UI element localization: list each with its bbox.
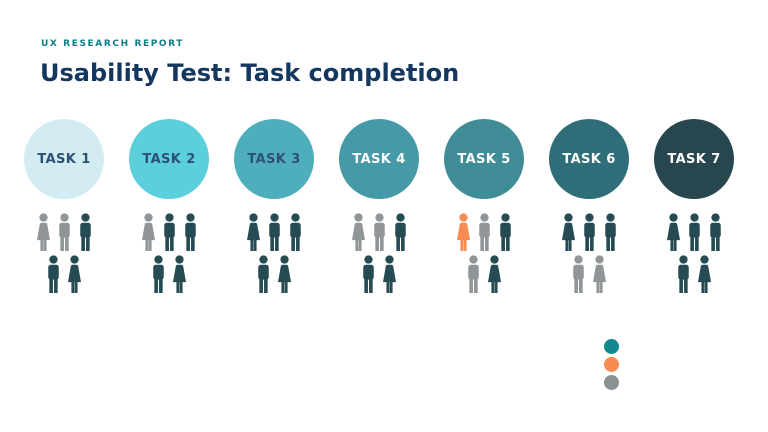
person-female-icon	[456, 213, 470, 251]
participants-row	[244, 213, 305, 251]
participants-row	[454, 213, 515, 251]
person-male-icon	[478, 213, 490, 251]
person-female-icon	[141, 213, 155, 251]
legend	[604, 339, 619, 390]
task-circle: TASK 6	[549, 119, 629, 199]
task-label: TASK 3	[247, 151, 301, 167]
person-male-icon	[678, 255, 689, 293]
person-female-icon	[36, 213, 50, 251]
legend-dot-orange	[604, 357, 619, 372]
participants-row	[559, 213, 620, 251]
person-female-icon	[246, 213, 260, 251]
participants-group	[454, 213, 515, 293]
person-male-icon	[58, 213, 70, 251]
person-male-icon	[373, 213, 385, 251]
report-eyebrow: UX RESEARCH REPORT	[41, 39, 185, 49]
task-columns: TASK 1 TASK 2 TASK 3 TASK 4	[24, 119, 734, 293]
legend-dot-gray	[604, 375, 619, 390]
participants-row	[254, 255, 294, 293]
person-male-icon	[688, 213, 700, 251]
participants-group	[559, 213, 620, 293]
person-male-icon	[184, 213, 196, 251]
task-label: TASK 7	[667, 151, 721, 167]
task-circle: TASK 3	[234, 119, 314, 199]
participants-row	[34, 213, 95, 251]
participants-group	[139, 213, 200, 293]
person-male-icon	[268, 213, 280, 251]
participants-row	[674, 255, 714, 293]
task-column: TASK 7	[654, 119, 734, 293]
participants-row	[569, 255, 609, 293]
task-column: TASK 6	[549, 119, 629, 293]
person-male-icon	[289, 213, 301, 251]
task-label: TASK 4	[352, 151, 406, 167]
participants-row	[44, 255, 84, 293]
participants-group	[349, 213, 410, 293]
person-male-icon	[604, 213, 616, 251]
person-male-icon	[363, 255, 374, 293]
person-female-icon	[592, 255, 607, 293]
participants-group	[244, 213, 305, 293]
person-male-icon	[499, 213, 511, 251]
person-female-icon	[172, 255, 187, 293]
task-circle: TASK 7	[654, 119, 734, 199]
person-female-icon	[487, 255, 502, 293]
participants-row	[359, 255, 399, 293]
participants-row	[464, 255, 504, 293]
person-female-icon	[277, 255, 292, 293]
person-male-icon	[48, 255, 59, 293]
participants-group	[34, 213, 95, 293]
task-column: TASK 3	[234, 119, 314, 293]
participants-group	[664, 213, 725, 293]
person-male-icon	[258, 255, 269, 293]
task-circle: TASK 2	[129, 119, 209, 199]
person-male-icon	[573, 255, 584, 293]
legend-dot-teal	[604, 339, 619, 354]
task-label: TASK 6	[562, 151, 616, 167]
person-male-icon	[394, 213, 406, 251]
task-label: TASK 2	[142, 151, 196, 167]
person-female-icon	[382, 255, 397, 293]
task-column: TASK 1	[24, 119, 104, 293]
person-male-icon	[468, 255, 479, 293]
person-male-icon	[153, 255, 164, 293]
person-female-icon	[666, 213, 680, 251]
task-circle: TASK 4	[339, 119, 419, 199]
person-female-icon	[351, 213, 365, 251]
task-label: TASK 1	[37, 151, 91, 167]
task-column: TASK 5	[444, 119, 524, 293]
task-column: TASK 4	[339, 119, 419, 293]
task-label: TASK 5	[457, 151, 511, 167]
participants-row	[349, 213, 410, 251]
person-male-icon	[709, 213, 721, 251]
task-circle: TASK 5	[444, 119, 524, 199]
person-female-icon	[561, 213, 575, 251]
task-column: TASK 2	[129, 119, 209, 293]
participants-row	[139, 213, 200, 251]
page-title: Usability Test: Task completion	[40, 59, 460, 87]
person-female-icon	[67, 255, 82, 293]
task-circle: TASK 1	[24, 119, 104, 199]
person-male-icon	[79, 213, 91, 251]
person-male-icon	[163, 213, 175, 251]
person-male-icon	[583, 213, 595, 251]
participants-row	[149, 255, 189, 293]
person-female-icon	[697, 255, 712, 293]
participants-row	[664, 213, 725, 251]
